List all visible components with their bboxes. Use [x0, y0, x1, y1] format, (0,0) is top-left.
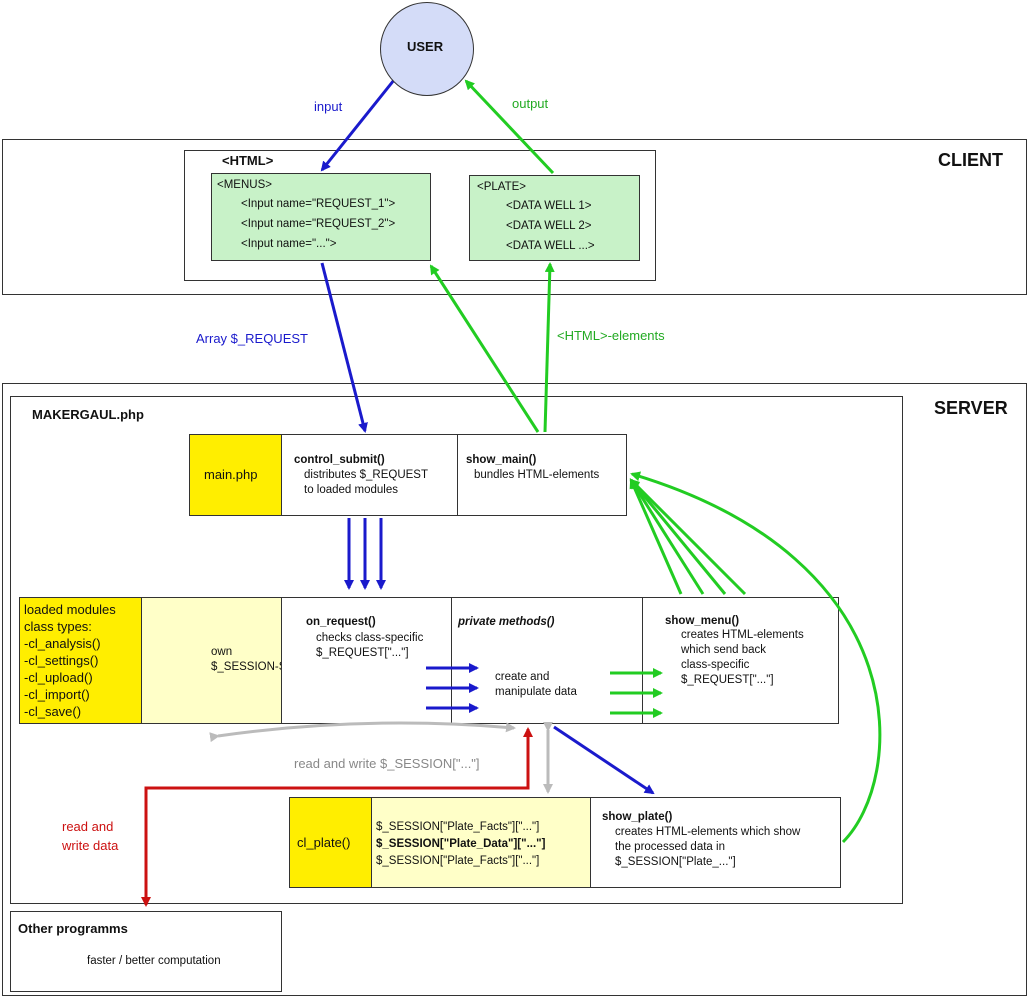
show-plate-box: show_plate() creates HTML-elements which… — [590, 797, 841, 888]
input-arrow — [320, 79, 396, 172]
menus-title: <MENUS> — [217, 179, 272, 191]
show-menu-line-3: class-specific — [681, 659, 750, 671]
modules-line-2: class types: — [24, 619, 92, 634]
show-plate-line-1: creates HTML-elements which show — [615, 826, 801, 838]
control-submit-title: control_submit() — [294, 454, 385, 466]
input-label: input — [314, 99, 343, 114]
menu-to-main-arrow-2 — [629, 478, 705, 595]
modules-box: loaded modules class types: -cl_analysis… — [19, 597, 142, 724]
plate-well-2: <DATA WELL 2> — [506, 220, 592, 232]
on-request-line-1: checks class-specific — [316, 632, 424, 644]
on-request-line-2: $_REQUEST["..."] — [316, 647, 409, 659]
plate-session-line-2: $_SESSION["Plate_Data"]["..."] — [376, 838, 546, 850]
modules-line-6: -cl_import() — [24, 687, 90, 702]
read-write-data-line — [141, 740, 530, 907]
html-elements-arrow-plate — [543, 262, 555, 433]
show-main-title: show_main() — [466, 454, 537, 466]
control-submit-line-2: to loaded modules — [304, 484, 398, 496]
modules-line-5: -cl_upload() — [24, 670, 93, 685]
menus-input-1: <Input name="REQUEST_1"> — [241, 198, 396, 210]
plate-box: <PLATE> <DATA WELL 1> <DATA WELL 2> <DAT… — [469, 175, 640, 261]
main-php-label: main.php — [204, 467, 258, 482]
private-to-plate-arrow — [553, 725, 655, 795]
on-request-box: on_request() checks class-specific $_REQ… — [281, 597, 452, 724]
modules-line-7: -cl_save() — [24, 704, 82, 719]
user-label: USER — [407, 39, 444, 54]
show-menu-title: show_menu() — [665, 615, 740, 627]
plate-well-1: <DATA WELL 1> — [506, 200, 592, 212]
other-programs-box: Other programms faster / better computat… — [10, 911, 282, 992]
other-programs-title: Other programms — [18, 921, 128, 936]
modules-line-1: loaded modules — [24, 602, 116, 617]
show-menu-box: show_menu() creates HTML-elements which … — [642, 597, 839, 724]
read-write-data-label-1: read and — [62, 819, 114, 834]
plate-session-line-3: $_SESSION["Plate_Facts"]["..."] — [376, 855, 540, 867]
html-elements-label: <HTML>-elements — [557, 328, 665, 343]
control-submit-line-1: distributes $_REQUEST — [304, 469, 428, 481]
private-methods-line-1: create and — [495, 671, 550, 683]
control-submit-box: control_submit() distributes $_REQUEST t… — [281, 434, 458, 516]
show-menu-line-1: creates HTML-elements — [681, 629, 804, 641]
plate-session-box: $_SESSION["Plate_Facts"]["..."] $_SESSIO… — [371, 797, 591, 888]
show-menu-line-2: which send back — [681, 644, 767, 656]
menus-input-3: <Input name="..."> — [241, 238, 337, 250]
plate-well-3: <DATA WELL ...> — [506, 240, 595, 252]
show-main-line-1: bundles HTML-elements — [474, 469, 600, 481]
read-write-data-label-2: write data — [62, 838, 119, 853]
modules-line-3: -cl_analysis() — [24, 636, 101, 651]
menu-to-main-arrow-1 — [629, 478, 683, 595]
other-programs-desc: faster / better computation — [87, 955, 221, 967]
plate-title: <PLATE> — [477, 181, 527, 193]
makergaul-label: MAKERGAUL.php — [32, 407, 144, 422]
menu-to-main-arrow-3 — [629, 478, 727, 595]
own-session-line-1: own — [211, 646, 233, 658]
request-arrow — [320, 262, 368, 433]
output-label: output — [512, 96, 549, 111]
user-node: USER — [380, 2, 474, 96]
array-request-label: Array $_REQUEST — [196, 331, 308, 346]
show-plate-line-2: the processed data in — [615, 841, 725, 853]
private-methods-title: private methods() — [458, 616, 555, 628]
menus-input-2: <Input name="REQUEST_2"> — [241, 218, 396, 230]
show-plate-title: show_plate() — [602, 811, 673, 823]
html-elements-arrow-menus — [429, 264, 540, 433]
on-request-title: on_request() — [306, 616, 376, 628]
client-title: CLIENT — [938, 150, 1003, 170]
private-methods-box: private methods() create and manipulate … — [451, 597, 643, 724]
menus-box: <MENUS> <Input name="REQUEST_1"> <Input … — [211, 173, 431, 261]
session-rw-curve — [209, 721, 516, 743]
server-title: SERVER — [934, 398, 1008, 418]
show-plate-line-3: $_SESSION["Plate_..."] — [615, 856, 736, 868]
html-label: <HTML> — [222, 153, 274, 168]
show-main-box: show_main() bundles HTML-elements — [457, 434, 627, 516]
modules-line-4: -cl_settings() — [24, 653, 99, 668]
cl-plate-label: cl_plate() — [297, 835, 351, 850]
cl-plate-box: cl_plate() — [289, 797, 372, 888]
plate-session-line-1: $_SESSION["Plate_Facts"]["..."] — [376, 821, 540, 833]
show-menu-line-4: $_REQUEST["..."] — [681, 674, 774, 686]
output-arrow — [464, 79, 555, 175]
read-write-session-label: read and write $_SESSION["..."] — [294, 756, 480, 771]
menu-to-main-arrow-4 — [629, 478, 747, 596]
private-methods-line-2: manipulate data — [495, 686, 577, 698]
plate-to-main-curve — [630, 471, 882, 844]
